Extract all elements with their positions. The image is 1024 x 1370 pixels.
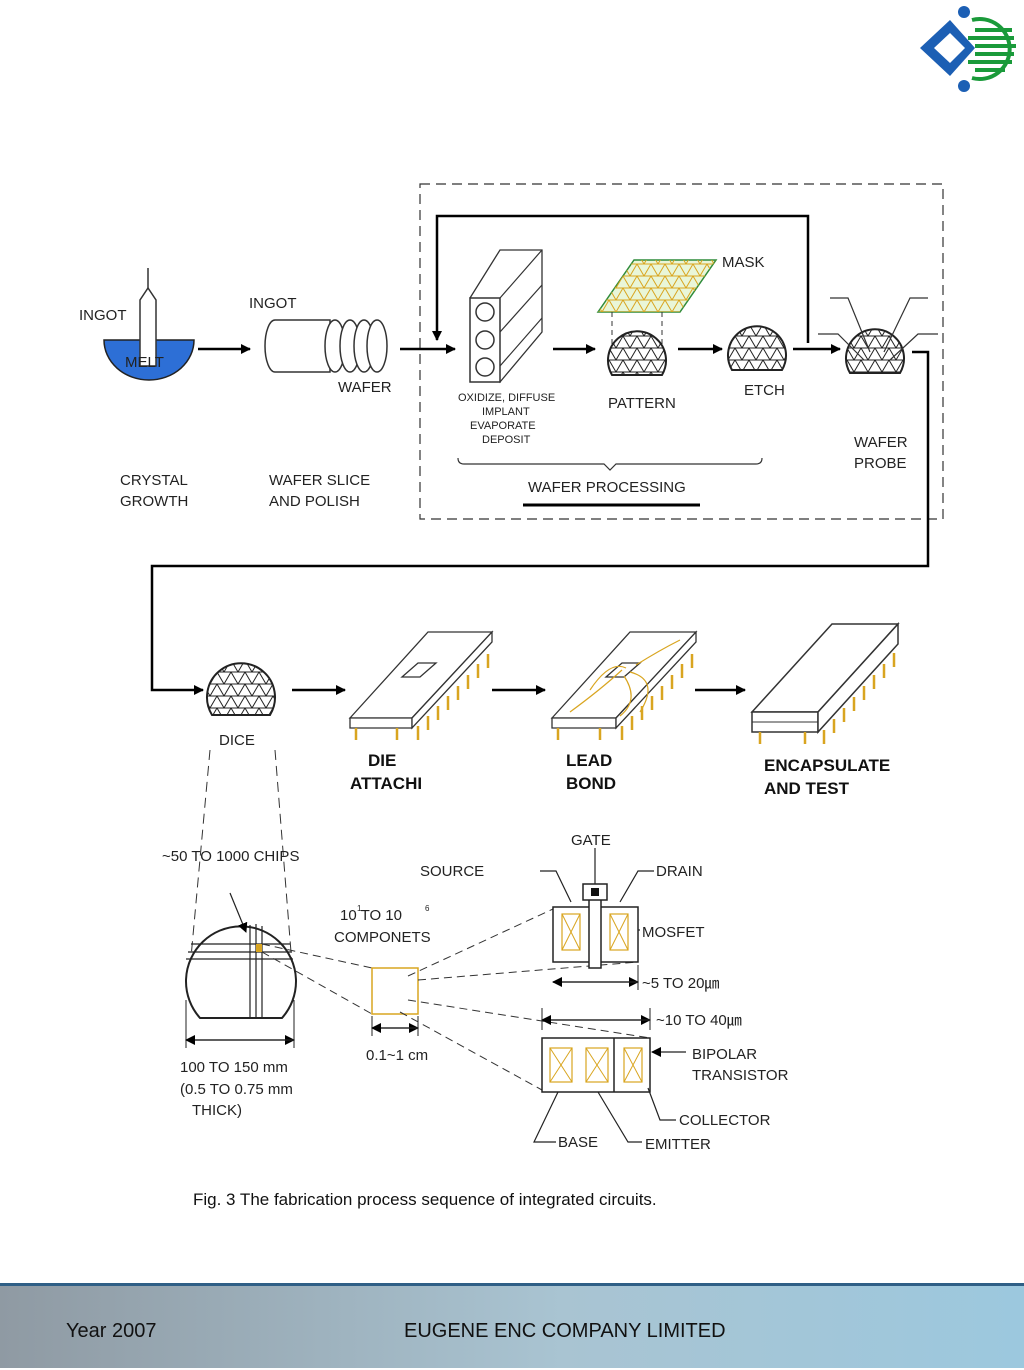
rework-loop-arrow xyxy=(432,214,810,343)
figure-caption: Fig. 3 The fabrication process sequence … xyxy=(193,1190,657,1209)
components-exp-2: 6 xyxy=(425,904,430,913)
components-exp-1: 1 xyxy=(357,904,362,913)
chip-size-label: 0.1~1 cm xyxy=(366,1047,428,1064)
oxidize-line-4: DEPOSIT xyxy=(482,434,531,446)
chips-count-label: ~50 TO 1000 CHIPS xyxy=(162,848,299,865)
wafer-slice-caption-2: AND POLISH xyxy=(269,493,360,510)
encapsulate-label-1: ENCAPSULATE xyxy=(764,756,890,775)
gate-label: GATE xyxy=(571,832,611,849)
zoom-line-bipolar-top xyxy=(407,999,651,1039)
zoom-line-chip-bottom xyxy=(261,951,373,1015)
crystal-growth-stage: INGOT MELT CRYSTAL GROWTH xyxy=(79,268,195,510)
wafer-processing-label: WAFER PROCESSING xyxy=(528,479,686,496)
wafer-dim-line-1: 100 TO 150 mm xyxy=(180,1059,288,1076)
arrow-probe-to-dice xyxy=(150,350,930,695)
pattern-label: PATTERN xyxy=(608,395,676,412)
wafer-dim-line-2: (0.5 TO 0.75 mm xyxy=(180,1081,293,1098)
die-attach-label-2: ATTACHI xyxy=(350,774,422,793)
zoom-line-chip-top xyxy=(261,943,373,969)
bipolar-size-label: ~10 TO 40㎛ xyxy=(656,1012,742,1029)
ingot-label-1: INGOT xyxy=(79,307,127,324)
base-label: BASE xyxy=(558,1134,598,1151)
mask-pattern-stage: MASK PATTERN xyxy=(596,254,765,412)
wafer-slice-stage: INGOT WAFER WAFER SLICE AND POLISH xyxy=(249,295,392,510)
wafer-label: WAFER xyxy=(338,379,392,396)
drain-label: DRAIN xyxy=(656,863,703,880)
wafer-dim-line-3: THICK) xyxy=(192,1102,242,1119)
encapsulate-label-2: AND TEST xyxy=(764,779,850,798)
oxidize-line-3: EVAPORATE xyxy=(470,420,536,432)
wafer-probe-stage: WAFER PROBE xyxy=(818,297,938,472)
components-line-2: COMPONETS xyxy=(334,929,431,946)
wafer-slice-caption-1: WAFER SLICE xyxy=(269,472,370,489)
collector-label: COLLECTOR xyxy=(679,1112,771,1129)
source-label: SOURCE xyxy=(420,863,484,880)
zoom-line-mosfet-top xyxy=(407,908,554,977)
mosfet-structure xyxy=(540,848,654,969)
oxidize-furnace: OXIDIZE, DIFFUSE IMPLANT EVAPORATE DEPOS… xyxy=(458,249,555,446)
dice-stage: DICE xyxy=(206,662,276,749)
die-attach-label-1: DIE xyxy=(368,751,396,770)
footer-company: EUGENE ENC COMPANY LIMITED xyxy=(404,1320,726,1342)
company-logo xyxy=(920,6,1016,92)
wafer-detail xyxy=(185,892,297,1019)
chip-square xyxy=(371,967,419,1015)
lead-bond-chip xyxy=(550,630,698,740)
bipolar-label-2: TRANSISTOR xyxy=(692,1067,789,1084)
crystal-growth-caption-1: CRYSTAL xyxy=(120,472,188,489)
projection-line-left xyxy=(187,749,211,991)
wafer-probe-label-2: PROBE xyxy=(854,455,907,472)
etch-label: ETCH xyxy=(744,382,785,399)
oxidize-line-1: OXIDIZE, DIFFUSE xyxy=(458,392,555,404)
zoom-line-mosfet-bottom xyxy=(417,961,639,981)
oxidize-line-2: IMPLANT xyxy=(482,406,530,418)
dice-label: DICE xyxy=(219,732,255,749)
mask-label: MASK xyxy=(722,254,765,271)
lead-bond-label-2: BOND xyxy=(566,774,616,793)
etch-stage: ETCH xyxy=(727,325,787,399)
footer-bar: Year 2007 EUGENE ENC COMPANY LIMITED xyxy=(0,1283,1024,1368)
wafer-processing-frame xyxy=(419,183,944,520)
melt-label: MELT xyxy=(125,354,164,371)
bipolar-structure xyxy=(533,1037,686,1143)
crystal-growth-caption-2: GROWTH xyxy=(120,493,188,510)
wafer-probe-label-1: WAFER xyxy=(854,434,908,451)
lead-bond-label-1: LEAD xyxy=(566,751,612,770)
processing-brace xyxy=(457,457,763,471)
mosfet-size-label: ~5 TO 20㎛ xyxy=(642,975,719,992)
encapsulated-chip xyxy=(750,622,900,744)
die-attach-chip xyxy=(348,630,494,740)
emitter-label: EMITTER xyxy=(645,1136,711,1153)
footer-year: Year 2007 xyxy=(66,1320,157,1342)
bipolar-label-1: BIPOLAR xyxy=(692,1046,757,1063)
mosfet-label: MOSFET xyxy=(642,924,705,941)
ingot-label-2: INGOT xyxy=(249,295,297,312)
components-line-1: 10 TO 10 xyxy=(340,907,402,924)
zoom-line-bipolar-bottom xyxy=(399,1011,543,1091)
